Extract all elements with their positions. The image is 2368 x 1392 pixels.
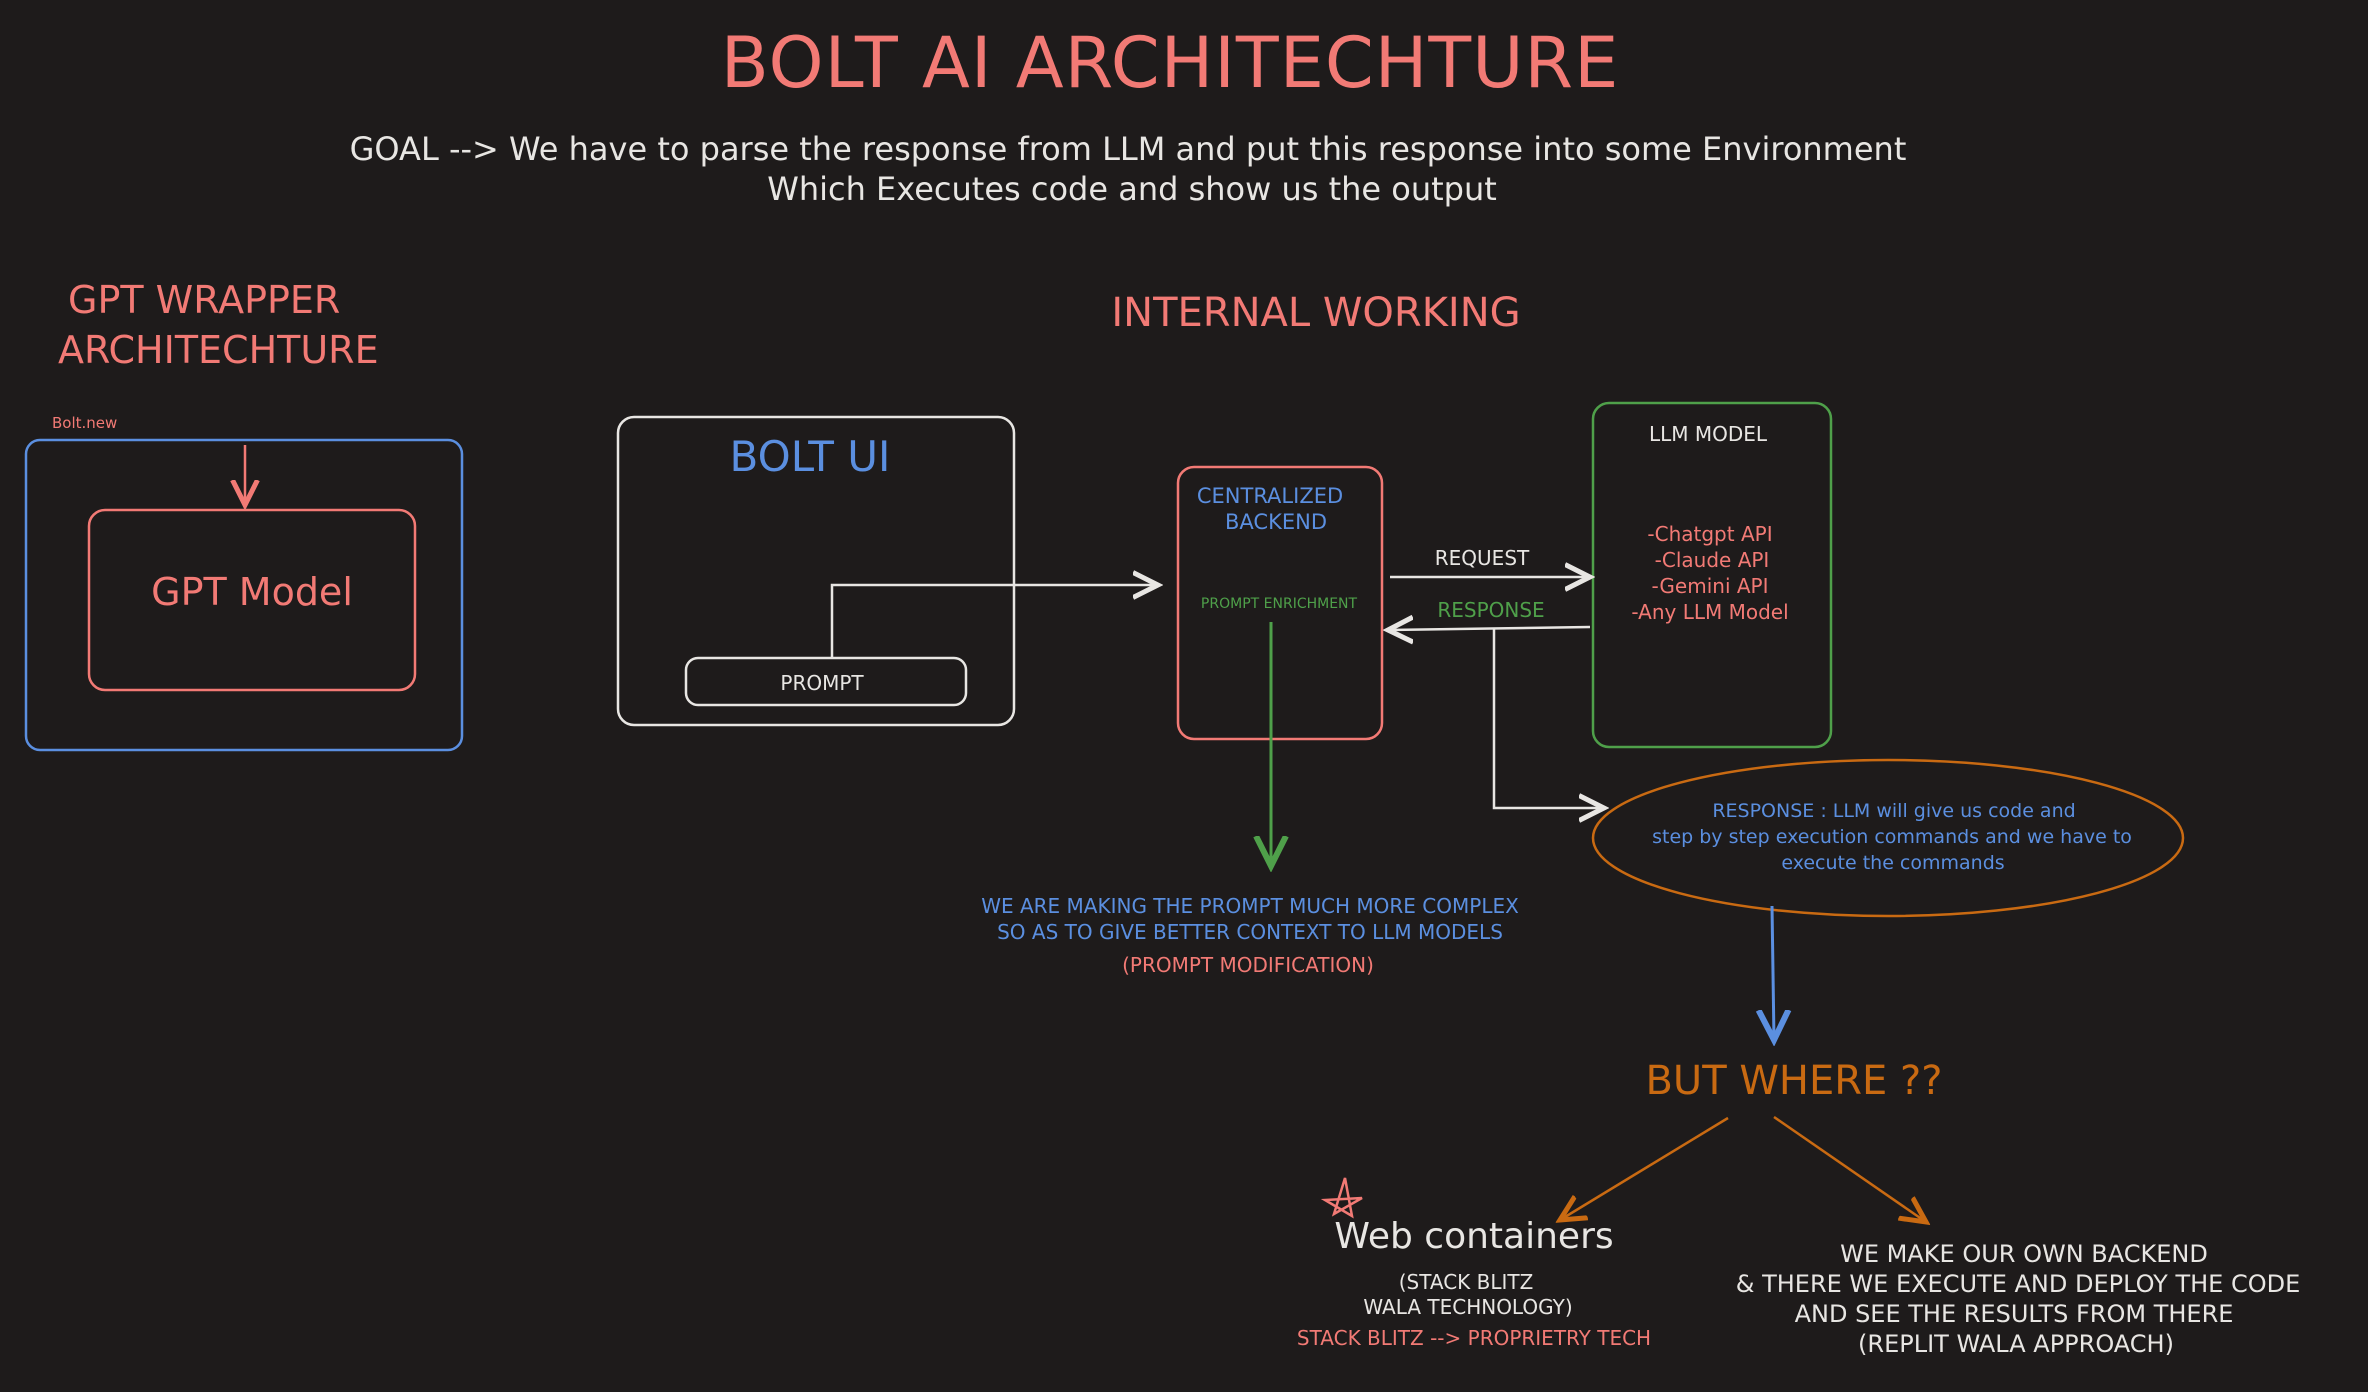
goal-line-1: GOAL --> We have to parse the response f… [349,130,1907,168]
gpt-wrapper-heading-line-1: GPT WRAPPER [68,278,341,322]
gpt-model-box [87,508,417,692]
goal-line-2: Which Executes code and show us the outp… [767,170,1497,208]
branch-left-arrow [1560,1116,1729,1220]
branch-right-arrow [1773,1115,1926,1222]
internal-working-heading: INTERNAL WORKING [1111,290,1521,336]
prompt-label: PROMPT [780,671,864,695]
response-note-line-3: execute the commands [1781,852,2005,874]
gpt-model-label: GPT Model [151,570,353,614]
response-to-note-arrow [1492,629,1604,808]
response-note-line-1: RESPONSE : LLM will give us code and [1712,800,2076,822]
llm-item-0: -Chatgpt API [1647,522,1773,546]
prompt-box [684,656,968,707]
own-backend-line-1: WE MAKE OUR OWN BACKEND [1840,1240,2208,1268]
response-label: RESPONSE [1437,598,1545,622]
llm-item-1: -Claude API [1654,548,1770,572]
gpt-wrapper-heading-line-2: ARCHITECHTURE [58,328,379,372]
own-backend-line-4: (REPLIT WALA APPROACH) [1858,1330,2174,1358]
star-icon [1320,1177,1363,1219]
own-backend-line-2: & THERE WE EXECUTE AND DEPLOY THE CODE [1735,1270,2301,1298]
response-arrow [1388,627,1591,630]
but-where-label: BUT WHERE ?? [1645,1058,1943,1104]
backend-label-line-2: BACKEND [1225,510,1327,534]
enrichment-note-line-1: WE ARE MAKING THE PROMPT MUCH MORE COMPL… [981,894,1519,918]
llm-item-3: -Any LLM Model [1631,600,1789,624]
response-to-but-where-arrow [1772,905,1774,1040]
prompt-to-backend-arrow [830,585,1158,658]
llm-item-2: -Gemini API [1651,574,1769,598]
bolt-ui-label: BOLT UI [729,432,891,481]
enrichment-note-line-2: SO AS TO GIVE BETTER CONTEXT TO LLM MODE… [997,920,1503,944]
bolt-new-label: Bolt.new [52,414,118,432]
enrichment-note-line-3: (PROMPT MODIFICATION) [1122,953,1374,977]
llm-model-title: LLM MODEL [1648,422,1768,446]
web-containers-sub-1: (STACK BLITZ [1398,1270,1534,1294]
response-note-ellipse [1591,758,2185,918]
page-title: BOLT AI ARCHITECHTURE [720,22,1620,104]
own-backend-line-3: AND SEE THE RESULTS FROM THERE [1794,1300,2234,1328]
bolt-ui-box [616,415,1016,727]
request-label: REQUEST [1434,546,1530,570]
centralized-backend-box [1176,465,1384,741]
web-containers-sub-2: WALA TECHNOLOGY) [1363,1295,1573,1319]
backend-label-line-1: CENTRALIZED [1196,484,1344,508]
response-note-line-2: step by step execution commands and we h… [1652,826,2132,848]
prompt-enrichment-label: PROMPT ENRICHMENT [1200,596,1358,612]
gpt-wrapper-outer-box [24,438,464,752]
web-containers-title: Web containers [1334,1216,1614,1257]
web-containers-sub-3: STACK BLITZ --> PROPRIETRY TECH [1296,1326,1652,1350]
